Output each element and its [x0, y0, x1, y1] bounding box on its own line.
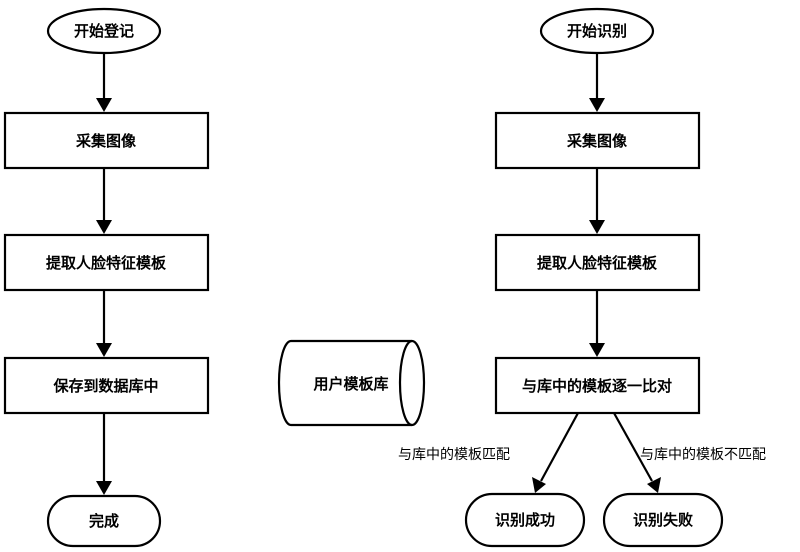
reg-done-label: 完成 [89, 512, 119, 530]
rec-arrow-nomatch [613, 412, 661, 493]
rec-failure-node: 识别失败 [602, 492, 724, 548]
reg-extract-node: 提取人脸特征模板 [3, 233, 210, 292]
rec-capture-node: 采集图像 [494, 111, 701, 170]
rec-compare-node: 与库中的模板逐一比对 [494, 356, 701, 415]
rec-arrow-1 [589, 53, 605, 112]
user-template-db: 用户模板库 [277, 339, 426, 427]
reg-done-node: 完成 [46, 494, 162, 548]
match-edge-label: 与库中的模板匹配 [398, 447, 510, 463]
reg-start-node: 开始登记 [46, 7, 162, 55]
reg-capture-label: 采集图像 [75, 132, 137, 150]
reg-arrow-4 [96, 413, 112, 495]
reg-arrow-2 [96, 168, 112, 234]
rec-arrow-2 [589, 168, 605, 234]
db-label: 用户模板库 [313, 375, 388, 393]
reg-capture-node: 采集图像 [3, 111, 210, 170]
rec-failure-label: 识别失败 [633, 511, 693, 529]
rec-success-node: 识别成功 [464, 492, 586, 548]
rec-start-label: 开始识别 [567, 22, 627, 40]
rec-start-node: 开始识别 [539, 7, 655, 55]
reg-arrow-1 [96, 53, 112, 112]
reg-save-node: 保存到数据库中 [3, 356, 210, 415]
rec-arrow-match [532, 412, 579, 493]
reg-save-label: 保存到数据库中 [52, 377, 158, 395]
nomatch-edge-label: 与库中的模板不匹配 [640, 447, 766, 463]
reg-arrow-3 [96, 290, 112, 357]
reg-extract-label: 提取人脸特征模板 [46, 254, 167, 272]
rec-arrow-3 [589, 290, 605, 357]
reg-start-label: 开始登记 [74, 22, 134, 40]
rec-capture-label: 采集图像 [566, 132, 628, 150]
rec-extract-node: 提取人脸特征模板 [494, 233, 701, 292]
rec-compare-label: 与库中的模板逐一比对 [522, 377, 672, 395]
rec-extract-label: 提取人脸特征模板 [537, 254, 658, 272]
rec-success-label: 识别成功 [495, 511, 555, 529]
